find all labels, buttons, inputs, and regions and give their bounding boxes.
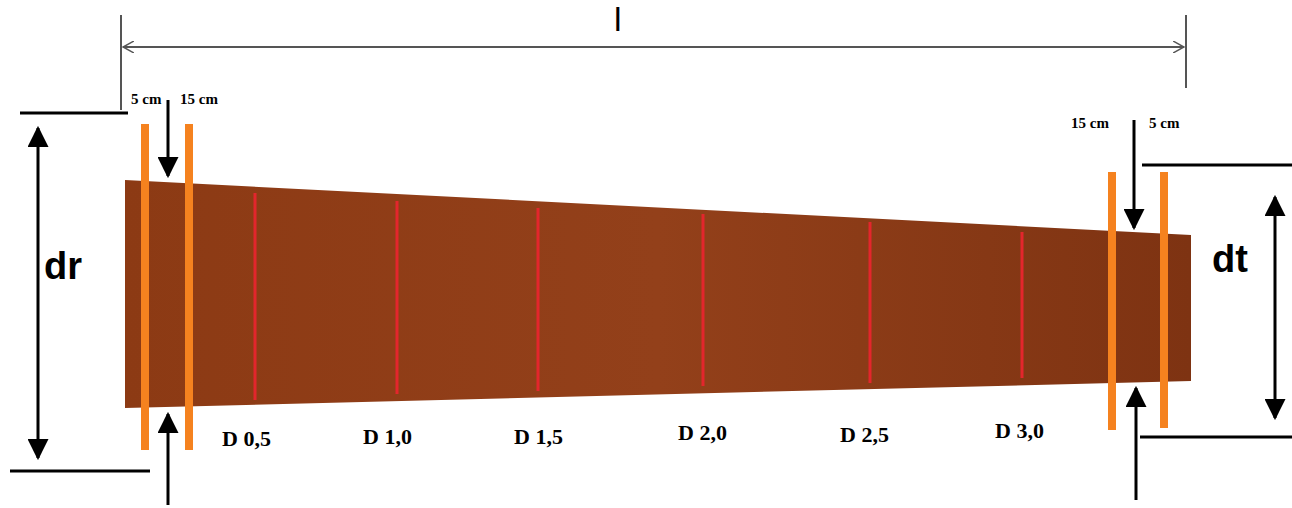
diameter-position-label: D 2,5 [840, 424, 889, 446]
diameter-position-label: D 0,5 [222, 428, 271, 450]
distance-label: 15 cm [1070, 116, 1110, 131]
distance-label: 5 cm [130, 92, 162, 107]
distance-label: 5 cm [1148, 116, 1180, 131]
diameter-position-label: D 3,0 [995, 420, 1044, 442]
log-body [125, 180, 1191, 408]
distance-label: 15 cm [179, 92, 219, 107]
diameter-position-label: D 1,0 [363, 426, 412, 448]
diameter-label: dt [1212, 240, 1248, 278]
diameter-position-label: D 2,0 [678, 422, 727, 444]
diameter-position-label: D 1,5 [514, 426, 563, 448]
diameter-label: dr [44, 247, 82, 285]
length-label: l [614, 2, 622, 36]
